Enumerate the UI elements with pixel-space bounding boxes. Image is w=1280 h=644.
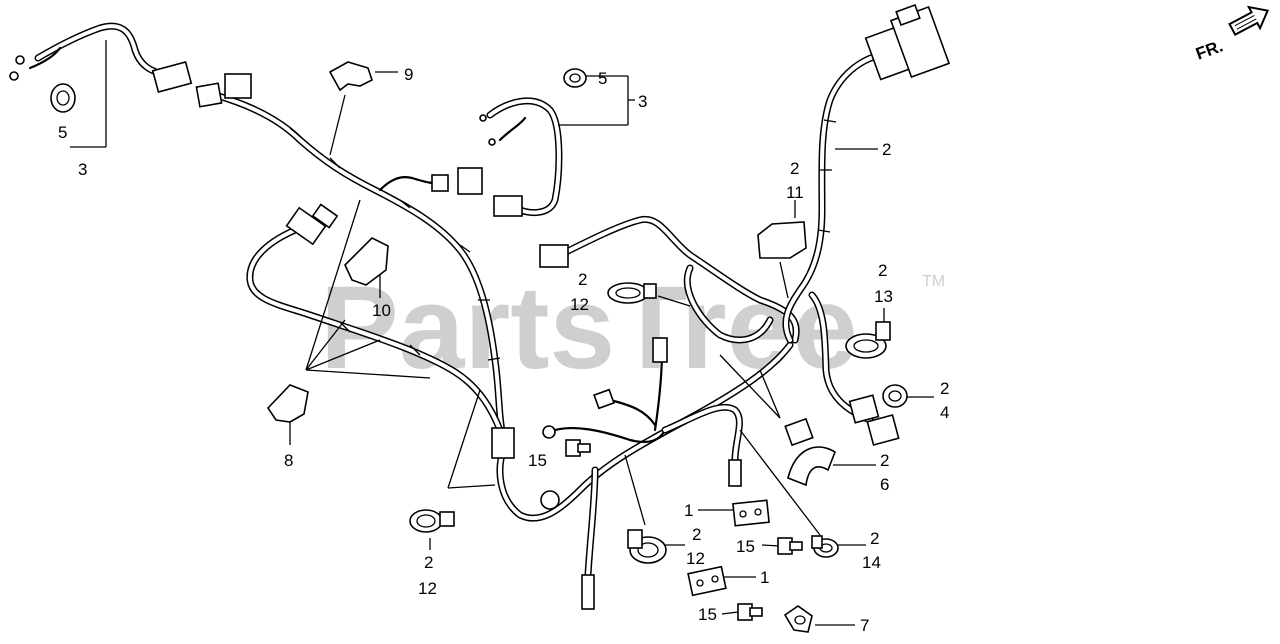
callout-2-13: 2 bbox=[878, 261, 887, 280]
bolt-15-a bbox=[565, 439, 591, 457]
connector-block bbox=[311, 203, 339, 229]
clip-8 bbox=[266, 384, 309, 423]
callout-9: 9 bbox=[404, 65, 413, 84]
main-connector bbox=[864, 3, 951, 81]
connector-block bbox=[539, 244, 569, 268]
connector-block bbox=[195, 82, 223, 108]
callout-12-mid: 12 bbox=[570, 295, 589, 314]
band-clamp-14 bbox=[811, 535, 839, 558]
grommet-ring bbox=[540, 490, 560, 510]
sensor-terminal bbox=[581, 574, 595, 610]
watermark: PartsTree bbox=[320, 262, 858, 394]
connector-block bbox=[457, 167, 483, 195]
callout-12-bot: 12 bbox=[686, 549, 705, 568]
callout-6: 6 bbox=[880, 475, 889, 494]
connector-block bbox=[593, 388, 615, 410]
connector-block bbox=[491, 427, 515, 459]
terminal-icon bbox=[15, 55, 25, 65]
callout-2-11: 2 bbox=[790, 159, 799, 178]
main-harness bbox=[195, 73, 794, 522]
callout-2-12-bot: 2 bbox=[692, 525, 701, 544]
band-clamp-12-bot bbox=[627, 529, 667, 564]
connector-block bbox=[224, 73, 252, 99]
callout-7: 7 bbox=[860, 616, 869, 635]
callout-2-4: 2 bbox=[940, 379, 949, 398]
callout-2-6: 2 bbox=[880, 451, 889, 470]
watermark-trademark: TM bbox=[922, 273, 945, 290]
connector-block bbox=[431, 174, 449, 192]
clamp-6 bbox=[784, 417, 836, 487]
connector-block bbox=[493, 195, 523, 217]
callout-13: 13 bbox=[874, 287, 893, 306]
callout-3-mid: 3 bbox=[638, 92, 647, 111]
callout-8: 8 bbox=[284, 451, 293, 470]
grommet-4 bbox=[882, 384, 908, 408]
callout-15-a: 15 bbox=[528, 451, 547, 470]
band-clamp-13 bbox=[845, 321, 891, 359]
clip-11 bbox=[757, 221, 807, 259]
band-clamp-12-mid bbox=[607, 282, 657, 304]
right-harness bbox=[782, 3, 951, 446]
callout-5-left: 5 bbox=[58, 123, 67, 142]
band-clamp-12-left bbox=[409, 509, 455, 533]
callout-11: 11 bbox=[786, 183, 804, 202]
clip-9 bbox=[328, 61, 373, 92]
sub-harness-left bbox=[9, 22, 193, 113]
front-label: FR. bbox=[1193, 36, 1225, 63]
connector-block bbox=[151, 60, 193, 94]
callout-14: 14 bbox=[862, 553, 881, 572]
bolt-15-c bbox=[737, 603, 763, 621]
callout-1-b: 1 bbox=[760, 568, 769, 587]
grommet bbox=[50, 83, 76, 113]
callout-labels: 3 5 9 5 3 10 8 2 2 11 2 12 2 13 2 4 2 6 … bbox=[58, 65, 949, 635]
terminal-icon bbox=[479, 114, 487, 122]
grommet bbox=[563, 68, 587, 88]
callout-4: 4 bbox=[940, 403, 949, 422]
callout-15-c: 15 bbox=[698, 605, 717, 624]
ground-terminal-icon bbox=[542, 425, 556, 439]
connector-block bbox=[866, 414, 900, 446]
clip-7 bbox=[783, 605, 813, 633]
front-arrow-icon bbox=[1228, 5, 1270, 37]
plate-1-a bbox=[732, 499, 770, 527]
connector-block bbox=[848, 394, 880, 424]
callout-1-a: 1 bbox=[684, 501, 693, 520]
sensor-terminal bbox=[728, 459, 742, 487]
callout-15-b: 15 bbox=[736, 537, 755, 556]
callout-2-14: 2 bbox=[870, 529, 879, 548]
connector-block bbox=[285, 206, 327, 246]
callout-2-top: 2 bbox=[882, 140, 891, 159]
callout-5-mid: 5 bbox=[598, 69, 607, 88]
callout-12-left: 12 bbox=[418, 579, 437, 598]
terminal-icon bbox=[488, 138, 496, 146]
callout-2-12-left: 2 bbox=[424, 553, 433, 572]
callout-10: 10 bbox=[372, 301, 391, 320]
callout-2-12-mid: 2 bbox=[578, 270, 587, 289]
front-direction-indicator: FR. bbox=[1193, 5, 1270, 64]
terminal-icon bbox=[9, 71, 19, 81]
sub-harness-middle bbox=[479, 68, 587, 217]
center-harness bbox=[539, 215, 800, 610]
callout-3-left: 3 bbox=[78, 160, 87, 179]
clip-10 bbox=[344, 237, 389, 286]
connector-block bbox=[652, 337, 668, 363]
bolt-15-b bbox=[777, 537, 803, 555]
plate-1-b bbox=[687, 565, 727, 597]
